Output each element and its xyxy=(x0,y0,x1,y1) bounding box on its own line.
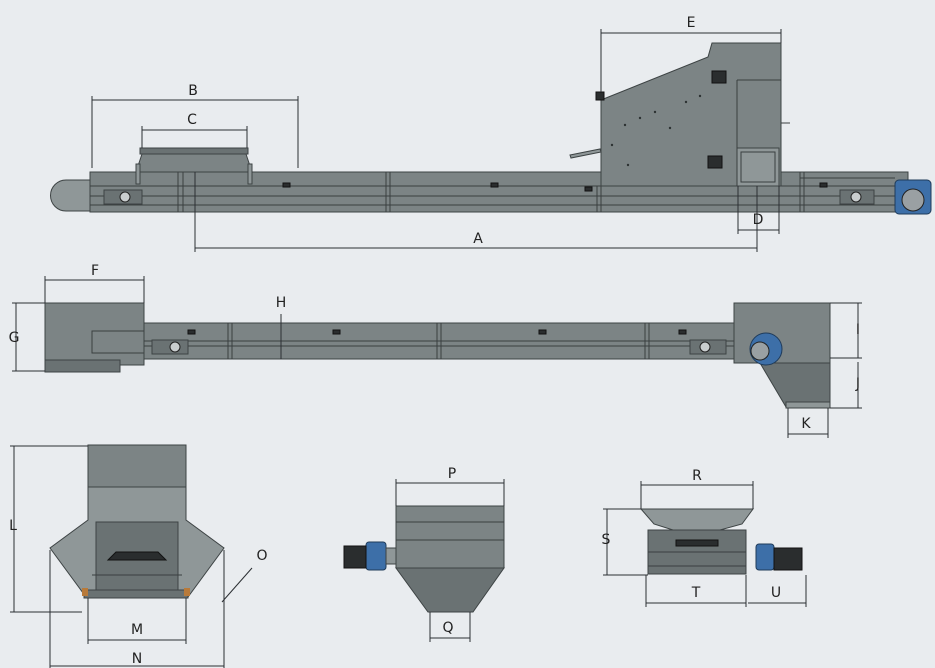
dim-label-i: I xyxy=(856,322,860,338)
dim-label-f: F xyxy=(91,263,99,279)
motor-body xyxy=(343,545,367,569)
top-view-middle: F G H I J K xyxy=(9,263,862,438)
dim-label-l: L xyxy=(9,518,17,534)
dim-label-s: S xyxy=(602,532,611,548)
head-end-view: L M N O xyxy=(9,444,268,668)
tail-motor-body xyxy=(773,547,803,571)
dim-label-j: J xyxy=(855,376,860,392)
head-gear-icon-1 xyxy=(711,70,727,84)
head-gear-icon-2 xyxy=(707,155,723,169)
tail-pulley-cover xyxy=(50,179,93,212)
head-discharge xyxy=(759,362,831,408)
tail-box xyxy=(44,302,145,366)
dim-label-h: H xyxy=(276,295,287,311)
dim-label-c: C xyxy=(187,112,197,128)
dim-label-n: N xyxy=(132,651,142,667)
dim-label-g: G xyxy=(9,330,20,346)
inlet-hopper-top xyxy=(139,147,249,155)
dim-label-q: Q xyxy=(442,620,453,636)
discharge-cone xyxy=(395,567,505,613)
dim-label-o: O xyxy=(256,548,267,564)
dim-label-a: A xyxy=(473,231,483,247)
tail-end-view: R S T U xyxy=(602,468,807,607)
dim-label-k: K xyxy=(801,416,811,432)
discharge-chute xyxy=(736,147,780,187)
dim-label-u: U xyxy=(771,585,781,601)
dim-label-m: M xyxy=(131,622,143,638)
discharge-box xyxy=(395,505,505,569)
head-top-box xyxy=(87,444,187,488)
discharge-motor xyxy=(365,541,387,571)
tail-inlet-hopper xyxy=(639,508,754,531)
dim-label-t: T xyxy=(691,585,701,601)
discharge-end-view: P Q xyxy=(343,466,505,642)
head-box xyxy=(733,302,831,364)
dim-label-e: E xyxy=(687,15,696,31)
dim-label-r: R xyxy=(692,468,702,484)
dim-label-d: D xyxy=(753,212,764,228)
side-view-top: B C E A D xyxy=(50,15,932,252)
inlet-hopper xyxy=(135,153,253,173)
dim-label-b: B xyxy=(188,83,198,99)
tail-motor xyxy=(755,543,775,571)
dim-label-p: P xyxy=(448,466,456,482)
conveyor-trough xyxy=(89,171,909,213)
